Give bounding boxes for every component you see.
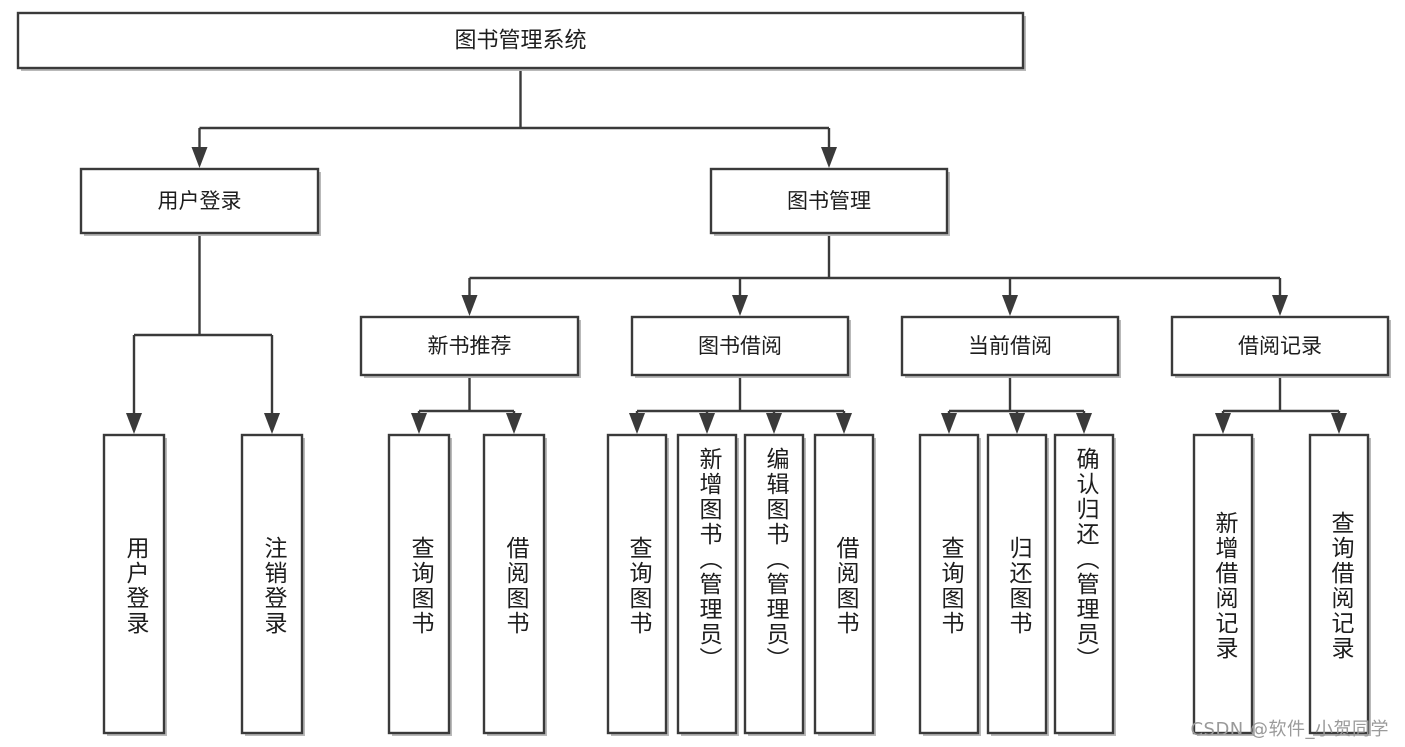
node-leaf-query-book-3[interactable]	[918, 433, 981, 736]
node-label: 借阅记录	[1238, 334, 1322, 358]
arrow-head-icon	[1272, 295, 1288, 316]
node-current[interactable]: 当前借阅	[900, 315, 1121, 378]
node-leaf-user-login[interactable]	[102, 433, 167, 736]
node-leaf-add-record[interactable]	[1192, 433, 1255, 736]
arrow-head-icon	[1215, 413, 1231, 434]
node-leaf-logout[interactable]	[240, 433, 305, 736]
arrow-head-icon	[766, 413, 782, 434]
edge-group-current	[941, 375, 1092, 434]
node-leaf-borrow-book-2[interactable]	[813, 433, 876, 736]
arrow-head-icon	[411, 413, 427, 434]
watermark-text: CSDN @软件_小贺同学	[1190, 719, 1389, 740]
arrow-head-icon	[264, 413, 280, 434]
edge-group-newbook	[411, 375, 522, 434]
node-leaf-borrow-book-1[interactable]	[482, 433, 547, 736]
node-label: 图书管理	[787, 189, 871, 213]
node-label: 用户登录	[158, 189, 242, 213]
edge-group-root	[191, 68, 837, 168]
arrow-head-icon	[1076, 413, 1092, 434]
node-leaf-query-record[interactable]	[1308, 433, 1371, 736]
arrow-head-icon	[191, 147, 208, 168]
arrow-head-icon	[836, 413, 852, 434]
arrow-head-icon	[1009, 413, 1025, 434]
edge-group-login	[126, 233, 280, 434]
node-root[interactable]: 图书管理系统	[16, 11, 1026, 71]
node-leaf-return-book[interactable]	[986, 433, 1049, 736]
arrow-head-icon	[699, 413, 715, 434]
arrow-head-icon	[126, 413, 142, 434]
edge-group-bookmgmt	[461, 233, 1288, 316]
node-label: 当前借阅	[968, 334, 1052, 358]
node-leaf-query-book-2[interactable]	[606, 433, 669, 736]
node-label: 新书推荐	[428, 334, 512, 358]
node-leaf-query-book-1[interactable]	[387, 433, 452, 736]
edge-group-record	[1215, 375, 1347, 434]
node-label: 图书借阅	[698, 334, 782, 358]
arrow-head-icon	[732, 295, 748, 316]
edge-layer	[126, 68, 1347, 434]
arrow-head-icon	[821, 147, 837, 168]
node-label: 图书管理系统	[454, 29, 586, 54]
arrow-head-icon	[1002, 295, 1018, 316]
arrow-head-icon	[461, 295, 478, 316]
node-record[interactable]: 借阅记录	[1170, 315, 1391, 378]
node-newbook[interactable]: 新书推荐	[359, 315, 581, 378]
arrow-head-icon	[629, 413, 645, 434]
arrow-head-icon	[1331, 413, 1347, 434]
node-leaf-confirm-return[interactable]	[1053, 433, 1116, 736]
arrow-head-icon	[941, 413, 957, 434]
node-leaf-add-book[interactable]	[676, 433, 739, 736]
node-login[interactable]: 用户登录	[79, 167, 321, 236]
node-bookmgmt[interactable]: 图书管理	[709, 167, 950, 236]
edge-group-borrow	[629, 375, 852, 434]
node-borrow[interactable]: 图书借阅	[630, 315, 851, 378]
arrow-head-icon	[506, 413, 522, 434]
node-leaf-edit-book[interactable]	[743, 433, 806, 736]
